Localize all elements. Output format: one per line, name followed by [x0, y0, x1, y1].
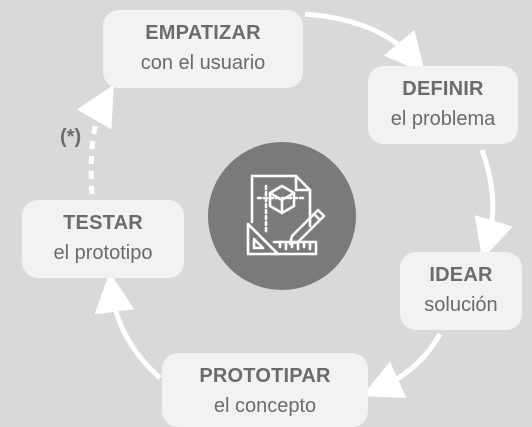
step-definir: DEFINIR el problema [368, 66, 518, 144]
step-empatizar-subtitle: con el usuario [140, 52, 266, 74]
step-prototipar-subtitle: el concepto [213, 395, 317, 417]
step-definir-subtitle: el problema [390, 108, 496, 130]
arrow-empatizar-definir [304, 11, 425, 74]
arrow-idear-prototipar [361, 332, 443, 399]
center-circle [208, 142, 356, 290]
step-idear-title: IDEAR [429, 264, 493, 286]
arrow-definir-idear [474, 149, 513, 260]
step-empatizar: EMPATIZAR con el usuario [103, 10, 303, 88]
design-blueprint-icon [246, 174, 326, 256]
step-idear-subtitle: solución [424, 294, 498, 316]
arrow-prototipar-testar [94, 272, 162, 380]
step-prototipar: PROTOTIPAR el concepto [162, 353, 368, 427]
iteration-note: (*) [60, 126, 82, 148]
step-empatizar-title: EMPATIZAR [145, 22, 261, 44]
step-testar: TESTAR el prototipo [22, 200, 184, 278]
step-idear: IDEAR solución [400, 252, 522, 330]
step-prototipar-title: PROTOTIPAR [199, 365, 331, 387]
step-testar-subtitle: el prototipo [53, 242, 153, 264]
step-testar-title: TESTAR [63, 212, 143, 234]
step-definir-title: DEFINIR [402, 78, 484, 100]
arrow-testar-empatizar-dashed [76, 84, 114, 195]
